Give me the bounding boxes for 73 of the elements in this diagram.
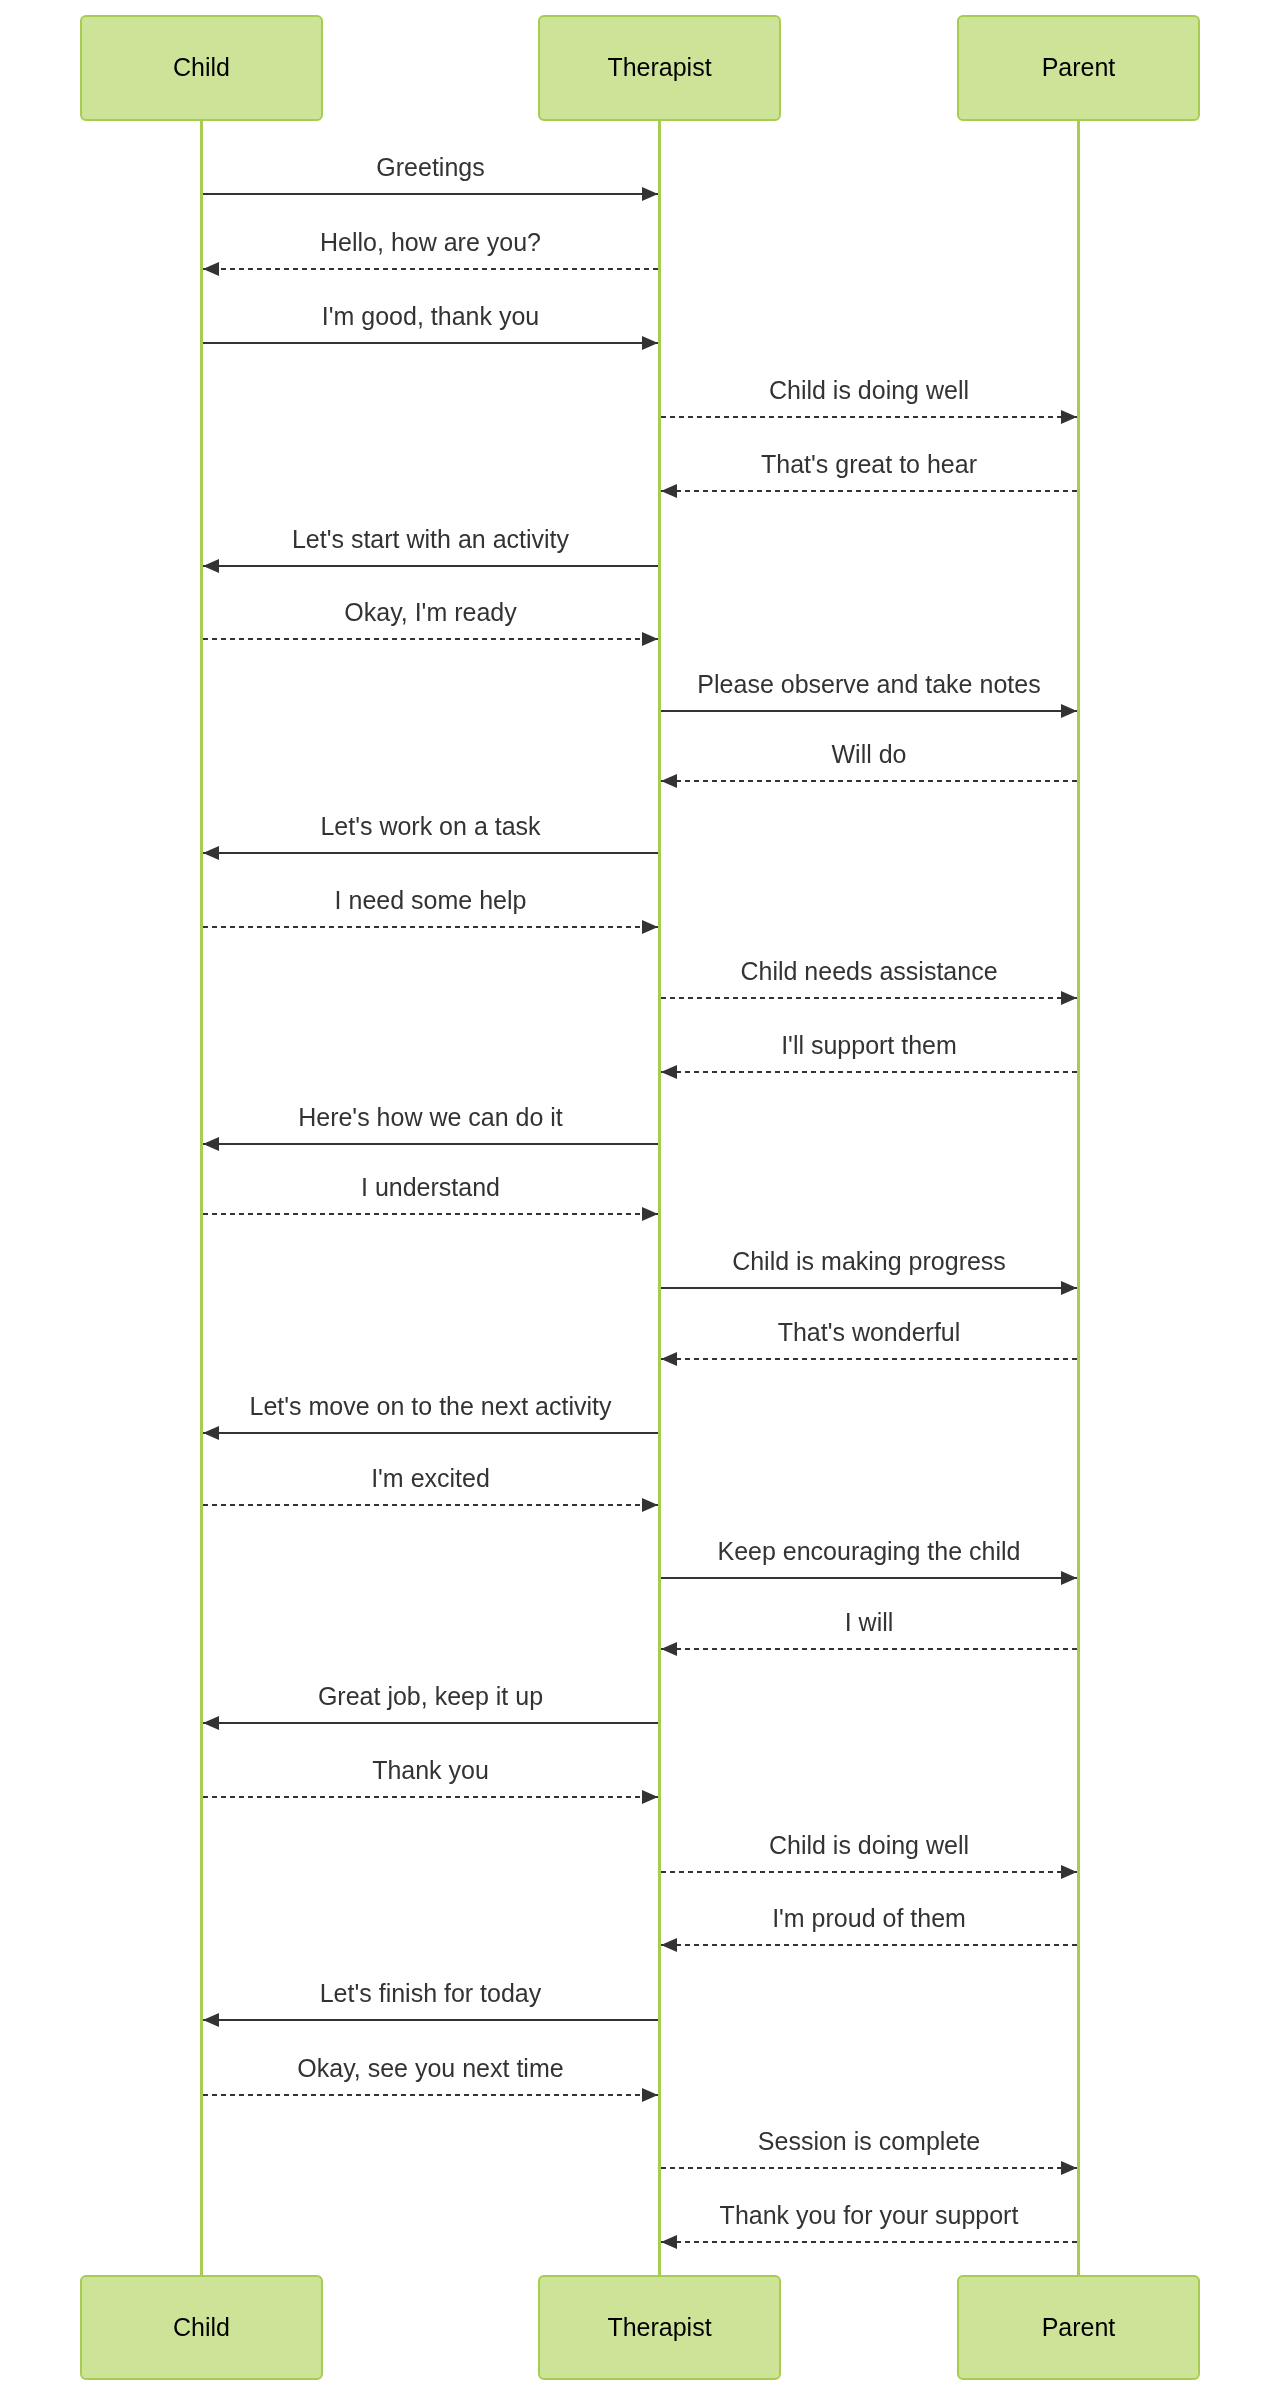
edge-label: Child is doing well (768, 375, 970, 405)
edge-label: Let's start with an activity (291, 524, 570, 554)
dashed-arrow (660, 1938, 1078, 1952)
edge-label: Let's finish for today (319, 1978, 542, 2008)
edge-label: Will do (831, 739, 907, 769)
dashed-arrow (202, 2088, 659, 2102)
arrow (660, 704, 1078, 718)
actor-name: Child (173, 52, 230, 84)
dashed-arrow (660, 1352, 1078, 1366)
actor-name: Therapist (607, 52, 712, 84)
edge-label: Great job, keep it up (317, 1681, 544, 1711)
edge-label: That's wonderful (777, 1317, 961, 1347)
dashed-arrow (202, 262, 659, 276)
actor-name: Child (173, 2311, 230, 2343)
dashed-arrow (660, 1642, 1078, 1656)
edge-label: Here's how we can do it (298, 1102, 563, 1132)
dashed-arrow (660, 774, 1078, 788)
edge-label: Hello, how are you? (320, 227, 541, 257)
arrow (202, 846, 659, 860)
edge-label: I will (844, 1607, 894, 1637)
edge-label: Keep encouraging the child (717, 1536, 1021, 1566)
edge-label: I'll support them (781, 1030, 957, 1060)
arrow (202, 1137, 659, 1151)
arrow (660, 1571, 1078, 1585)
actor-name: Therapist (607, 2311, 712, 2343)
dashed-arrow (660, 2235, 1078, 2249)
edge-label: I need some help (334, 885, 527, 915)
edge-label: Okay, I'm ready (344, 597, 517, 627)
edge-label: Session is complete (757, 2126, 981, 2156)
dashed-arrow (202, 1790, 659, 1804)
dashed-arrow (202, 920, 659, 934)
dashed-arrow (660, 1065, 1078, 1079)
arrow (202, 187, 659, 201)
arrow (660, 1281, 1078, 1295)
actor-name: Parent (1041, 52, 1116, 84)
lifeline (200, 121, 203, 2275)
actor-box (957, 2275, 1200, 2380)
dashed-arrow (660, 410, 1078, 424)
actor-box (80, 15, 323, 121)
edge-label: Thank you for your support (719, 2200, 1019, 2230)
actor-name: Parent (1041, 2311, 1116, 2343)
actor-box (80, 2275, 323, 2380)
actor-box (538, 15, 781, 121)
dashed-arrow (202, 632, 659, 646)
dashed-arrow (202, 1498, 659, 1512)
dashed-arrow (660, 2161, 1078, 2175)
edge-label: I'm proud of them (772, 1903, 966, 1933)
edge-label: That's great to hear (761, 449, 977, 479)
actor-box (957, 15, 1200, 121)
dashed-arrow (660, 484, 1078, 498)
arrow (202, 336, 659, 350)
edge-label: Please observe and take notes (697, 669, 1041, 699)
arrow (202, 559, 659, 573)
edge-label: Child is making progress (732, 1246, 1006, 1276)
edge-label: Child needs assistance (740, 956, 998, 986)
edge-label: I'm excited (371, 1463, 490, 1493)
lifeline (1077, 121, 1080, 2275)
lifeline (658, 121, 661, 2275)
dashed-arrow (660, 1865, 1078, 1879)
dashed-arrow (660, 991, 1078, 1005)
edge-label: Let's move on to the next activity (249, 1391, 612, 1421)
edge-label: Greetings (376, 152, 485, 182)
arrow (202, 1426, 659, 1440)
edge-label: Child is doing well (768, 1830, 970, 1860)
arrow (202, 1716, 659, 1730)
actor-box (538, 2275, 781, 2380)
edge-label: Okay, see you next time (297, 2053, 564, 2083)
edge-label: Thank you (372, 1755, 489, 1785)
dashed-arrow (202, 1207, 659, 1221)
edge-label: I understand (361, 1172, 500, 1202)
arrow (202, 2013, 659, 2027)
edge-label: I'm good, thank you (321, 301, 540, 331)
edge-label: Let's work on a task (320, 811, 541, 841)
